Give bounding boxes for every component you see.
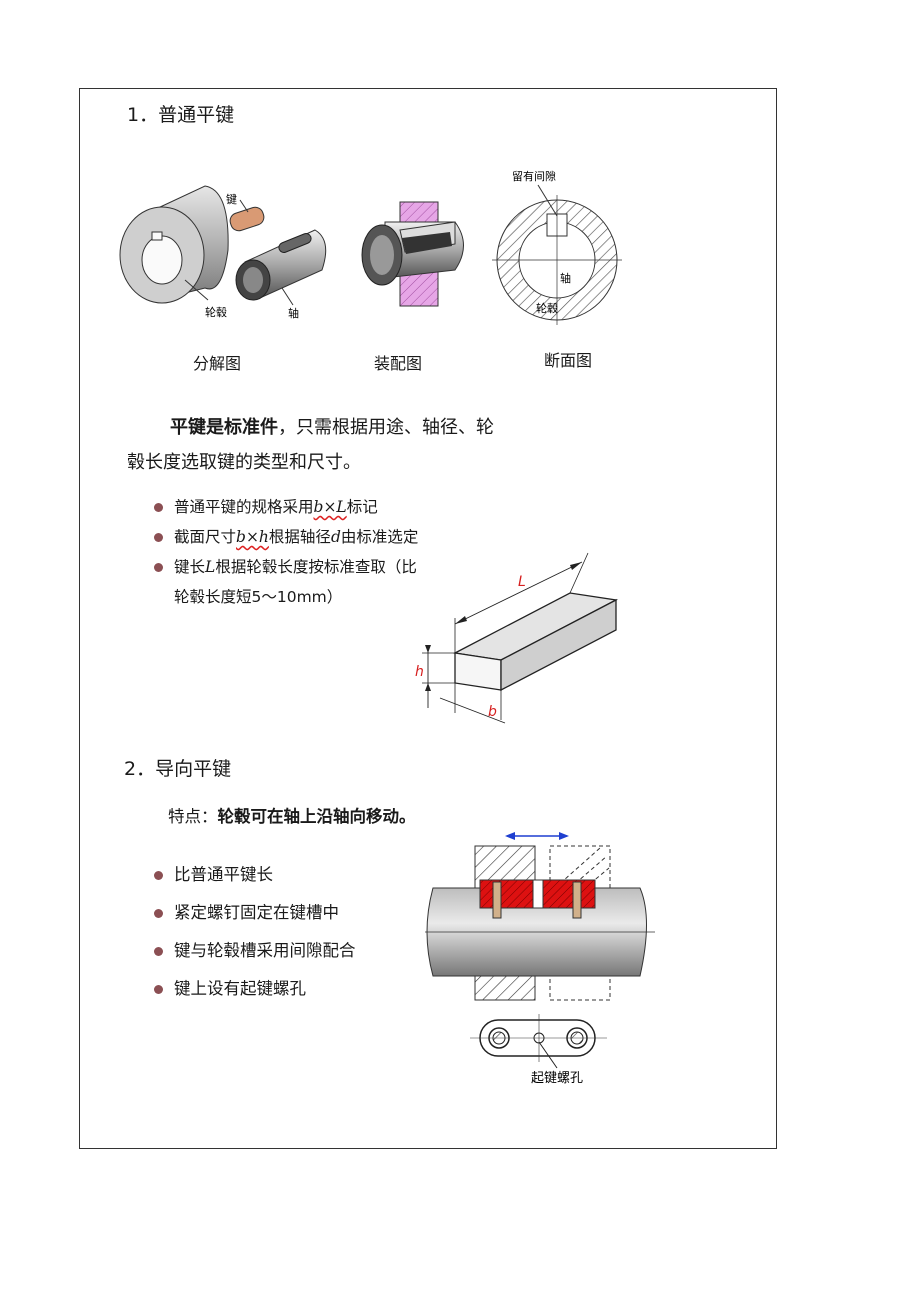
bullet-section-size: 截面尺寸b×h根据轴径d由标准选定 — [152, 522, 482, 552]
label-hub2: 轮毂 — [536, 301, 558, 315]
dim-h: h — [415, 664, 424, 680]
dim-b: b — [488, 704, 497, 720]
para-rest: ，只需根据用途、轴径、轮 — [278, 417, 494, 438]
bullet-screw: 紧定螺钉固定在键槽中 — [152, 894, 422, 932]
bullet-hole: 键上设有起键螺孔 — [152, 970, 422, 1008]
bullet-clearance: 键与轮毂槽采用间隙配合 — [152, 932, 422, 970]
para-line2: 毂长度选取键的类型和尺寸。 — [127, 452, 361, 473]
key-dimension-drawing: L h b — [415, 552, 619, 724]
dim-L: L — [518, 574, 526, 590]
label-hub: 轮毂 — [205, 305, 227, 319]
flat-key-figure: 键 轮毂 轴 留有间隙 轴 轮毂 — [119, 169, 622, 325]
label-hole: 起键螺孔 — [531, 1071, 583, 1086]
section1-heading: 1．普通平键 — [127, 104, 235, 126]
guide-key-drawing: 起键螺孔 — [425, 832, 655, 1086]
caption-assembly: 装配图 — [374, 354, 423, 373]
key-part — [229, 199, 265, 232]
feature-line: 特点：轮毂可在轴上沿轴向移动。 — [168, 803, 416, 827]
bullet-longer: 比普通平键长 — [152, 856, 422, 894]
assembly-part — [361, 201, 464, 307]
page-frame — [79, 88, 777, 1149]
label-shaft: 轴 — [288, 306, 299, 320]
label-gap: 留有间隙 — [512, 169, 556, 183]
caption-section: 断面图 — [544, 351, 593, 370]
section1-bullets: 普通平键的规格采用b×L标记 截面尺寸b×h根据轴径d由标准选定 键长L根据轮毂… — [152, 492, 482, 612]
feature-bold: 轮毂可在轴上沿轴向移动。 — [217, 807, 416, 826]
label-key: 键 — [226, 192, 237, 206]
para-line1: 平键是标准件，只需根据用途、轴径、轮 — [170, 412, 494, 444]
section2-heading: 2．导向平键 — [124, 758, 232, 780]
feature-label: 特点： — [168, 807, 218, 826]
hub-part — [119, 185, 229, 304]
caption-exploded: 分解图 — [193, 354, 242, 373]
shaft-part — [235, 229, 327, 301]
bullet-key-length: 键长L根据轮毂长度按标准查取（比轮毂长度短5～10mm） — [152, 552, 482, 612]
section2-bullets: 比普通平键长 紧定螺钉固定在键槽中 键与轮毂槽采用间隙配合 键上设有起键螺孔 — [152, 856, 422, 1008]
para-bold: 平键是标准件 — [170, 417, 278, 438]
label-shaft2: 轴 — [560, 271, 571, 285]
bullet-spec: 普通平键的规格采用b×L标记 — [152, 492, 482, 522]
cross-section — [492, 195, 622, 325]
